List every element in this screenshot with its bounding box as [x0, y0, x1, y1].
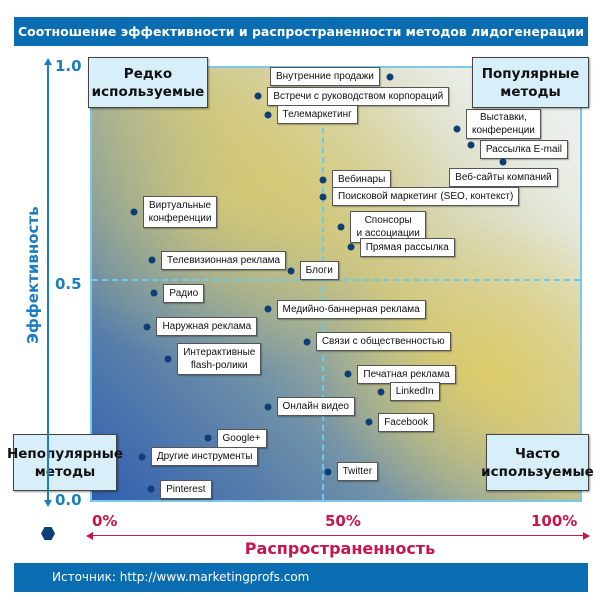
data-point-label: Телемаркетинг [276, 105, 358, 125]
y-axis-arrow-down-icon [44, 500, 52, 507]
x-axis-line [90, 535, 584, 536]
data-point [467, 141, 475, 149]
data-point [319, 176, 327, 184]
data-point-label: Поисковой маркетинг (SEO, контекст) [332, 187, 520, 207]
data-point-label: Медийно-баннерная реклама [276, 299, 426, 319]
data-point-label: Рассылка E-mail [479, 139, 569, 159]
data-point-label: Другие инструменты [150, 447, 259, 467]
x-tick-label: 0% [92, 512, 118, 530]
quadrant-bottom-right: Часто используемые [481, 434, 594, 491]
data-point-label: Радио [163, 283, 205, 303]
y-axis-arrow-up-icon [44, 58, 52, 65]
data-point [386, 73, 394, 81]
data-point [365, 418, 373, 426]
data-point [254, 92, 262, 100]
data-point-label: Facebook [378, 412, 435, 432]
data-point [143, 323, 151, 331]
data-point [138, 453, 146, 461]
x-tick-label: 100% [531, 512, 578, 530]
x-axis-arrow-right-icon [583, 532, 590, 540]
x-tick-label: 50% [325, 512, 361, 530]
chart-title: Соотношение эффективности и распростране… [14, 17, 588, 68]
data-point [130, 208, 138, 216]
data-point [264, 305, 272, 313]
data-point [347, 243, 355, 251]
hexagon-icon [41, 527, 55, 540]
data-point [303, 338, 311, 346]
quadrant-bottom-left: Непопулярные методы [7, 434, 123, 491]
data-point-label: Интерактивные flash-ролики [177, 343, 262, 376]
x-axis-label: Распространенность [244, 539, 436, 558]
data-point-label: Google+ [216, 428, 267, 448]
data-point [287, 267, 295, 274]
data-point-label: Виртуальные конференции [142, 196, 218, 229]
data-point-label: Печатная реклама [357, 364, 456, 384]
data-point-label: Внутренние продажи [269, 67, 380, 87]
data-point [324, 468, 332, 476]
x-reference-line [322, 68, 324, 500]
data-point-label: Вебинары [332, 170, 392, 190]
data-point-label: Блоги [299, 261, 339, 280]
data-point-label: LinkedIn [389, 382, 440, 402]
data-point-label: Прямая рассылка [359, 237, 455, 257]
data-point-label: Twitter [336, 462, 379, 482]
data-point [148, 256, 156, 264]
data-point-label: Телевизионная реклама [161, 250, 287, 270]
data-point [499, 158, 507, 166]
data-point [264, 111, 272, 119]
data-point-label: Выставки, конференции [465, 108, 541, 139]
y-axis-line [47, 62, 49, 504]
data-point [337, 223, 345, 231]
data-point [264, 403, 272, 411]
data-point-label: Встречи с руководством корпораций [267, 86, 450, 106]
data-point [377, 388, 385, 396]
y-axis-label: Эффективность [24, 206, 42, 344]
y-tick-label: 0.0 [55, 491, 82, 509]
y-tick-label: 0.5 [55, 275, 82, 293]
quadrant-top-right: Популярные методы [472, 57, 589, 108]
y-reference-line [92, 279, 580, 281]
data-point [344, 370, 352, 378]
data-point [319, 193, 327, 201]
data-point [150, 289, 158, 297]
data-point [147, 485, 155, 493]
data-point-label: Наружная реклама [156, 317, 258, 337]
y-tick-label: 1.0 [55, 57, 82, 75]
data-point-label: Веб-сайты компаний [449, 168, 558, 188]
data-point [204, 434, 211, 442]
data-point-label: Онлайн видео [276, 397, 355, 417]
source-footer: Источник: http://www.marketingprofs.com [14, 563, 588, 592]
data-point [453, 125, 461, 133]
data-point-label: Pinterest [160, 479, 212, 499]
data-point-label: Связи с общественностью [315, 332, 451, 352]
quadrant-top-left: Редко используемые [88, 57, 208, 108]
x-axis-arrow-left-icon [86, 532, 93, 540]
data-point [164, 355, 172, 363]
